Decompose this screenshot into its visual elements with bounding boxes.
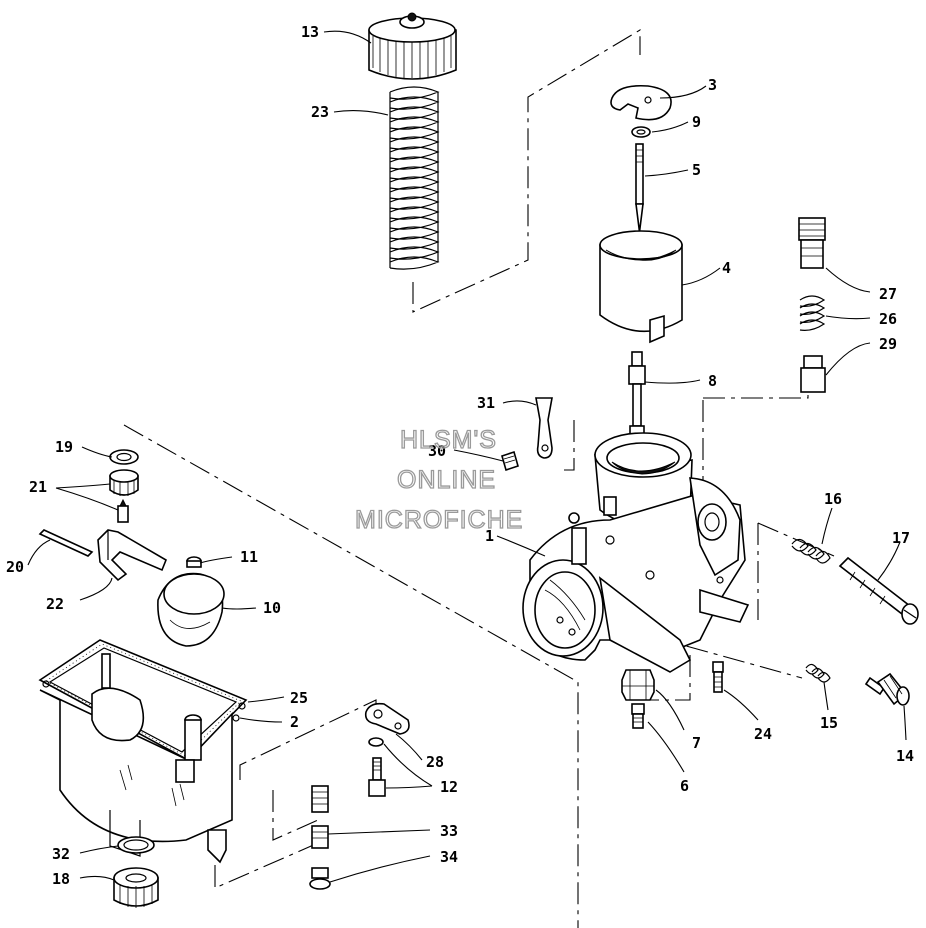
callout-24: 24: [754, 725, 772, 743]
float-pin-11: [186, 556, 202, 568]
callout-22: 22: [46, 595, 64, 613]
callout-32: 32: [52, 845, 70, 863]
callout-25: 25: [290, 689, 308, 707]
callout-13: 13: [301, 23, 319, 41]
callout-12: 12: [440, 778, 458, 796]
fitting-27: [798, 217, 826, 269]
callout-28: 28: [426, 753, 444, 771]
watermark: HLSM'S ONLINE MICROFICHE: [354, 425, 523, 534]
retainer-plate-3: [610, 84, 672, 121]
clip-9: [631, 126, 651, 138]
starter-plunger-8: [628, 351, 646, 441]
callout-23: 23: [311, 103, 329, 121]
spring-26: [799, 295, 826, 331]
spring-23: [389, 86, 440, 270]
watermark-line-1: HLSM'S: [400, 426, 497, 454]
screw-33: [311, 785, 329, 849]
callout-16: 16: [824, 490, 842, 508]
float-bowl-2: [38, 639, 248, 864]
callout-3: 3: [708, 76, 717, 94]
lever-31: [535, 397, 553, 459]
jet-needle-5: [635, 143, 644, 233]
washer-19: [109, 449, 139, 465]
screw-34: [309, 867, 331, 890]
callout-18: 18: [52, 870, 70, 888]
callout-27: 27: [879, 285, 897, 303]
callout-10: 10: [263, 599, 281, 617]
callout-29: 29: [879, 335, 897, 353]
callout-33: 33: [440, 822, 458, 840]
carburetor-body-1: [522, 432, 750, 673]
callout-15: 15: [820, 714, 838, 732]
plunger-29: [800, 355, 826, 393]
idle-screw-14: [864, 672, 910, 706]
callout-9: 9: [692, 113, 701, 131]
watermark-line-2: ONLINE: [397, 466, 496, 494]
callout-21: 21: [29, 478, 47, 496]
callout-17: 17: [892, 529, 910, 547]
leader-lines: [27, 30, 907, 883]
callout-26: 26: [879, 310, 897, 328]
float-pin-20: [38, 529, 94, 557]
callout-30: 30: [428, 442, 446, 460]
float-10: [157, 572, 225, 647]
spring-15: [805, 663, 831, 683]
callout-14: 14: [896, 747, 914, 765]
drain-plug-18: [113, 867, 159, 908]
callout-7: 7: [692, 734, 701, 752]
callout-19: 19: [55, 438, 73, 456]
throttle-slide-4: [599, 230, 683, 344]
adjuster-screw-17: [838, 556, 919, 625]
screw-12: [368, 737, 386, 797]
float-arm-22: [97, 529, 167, 582]
needle-jet-6: [631, 703, 645, 729]
screw-30: [501, 450, 519, 472]
pilot-jet-24: [712, 661, 724, 693]
watermark-line-3: MICROFICHE: [355, 506, 523, 534]
spring-16: [791, 538, 831, 564]
callout-34: 34: [440, 848, 458, 866]
callout-11: 11: [240, 548, 258, 566]
callout-labels: 13 23 3 9 5 4 8 27 26 29 31 30 1 16 17 1…: [6, 23, 914, 888]
callout-2: 2: [290, 713, 299, 731]
needle-valve-seat-21: [109, 469, 139, 523]
callout-1: 1: [485, 527, 494, 545]
callout-31: 31: [477, 394, 495, 412]
top-cap-13: [368, 12, 457, 80]
assembly-lines: [123, 29, 835, 928]
callout-6: 6: [680, 777, 689, 795]
callout-20: 20: [6, 558, 24, 576]
main-jet-7: [621, 669, 655, 701]
callout-8: 8: [708, 372, 717, 390]
clamp-plate-28: [364, 702, 410, 735]
callout-4: 4: [722, 259, 731, 277]
o-ring-32: [117, 836, 155, 854]
callout-5: 5: [692, 161, 701, 179]
